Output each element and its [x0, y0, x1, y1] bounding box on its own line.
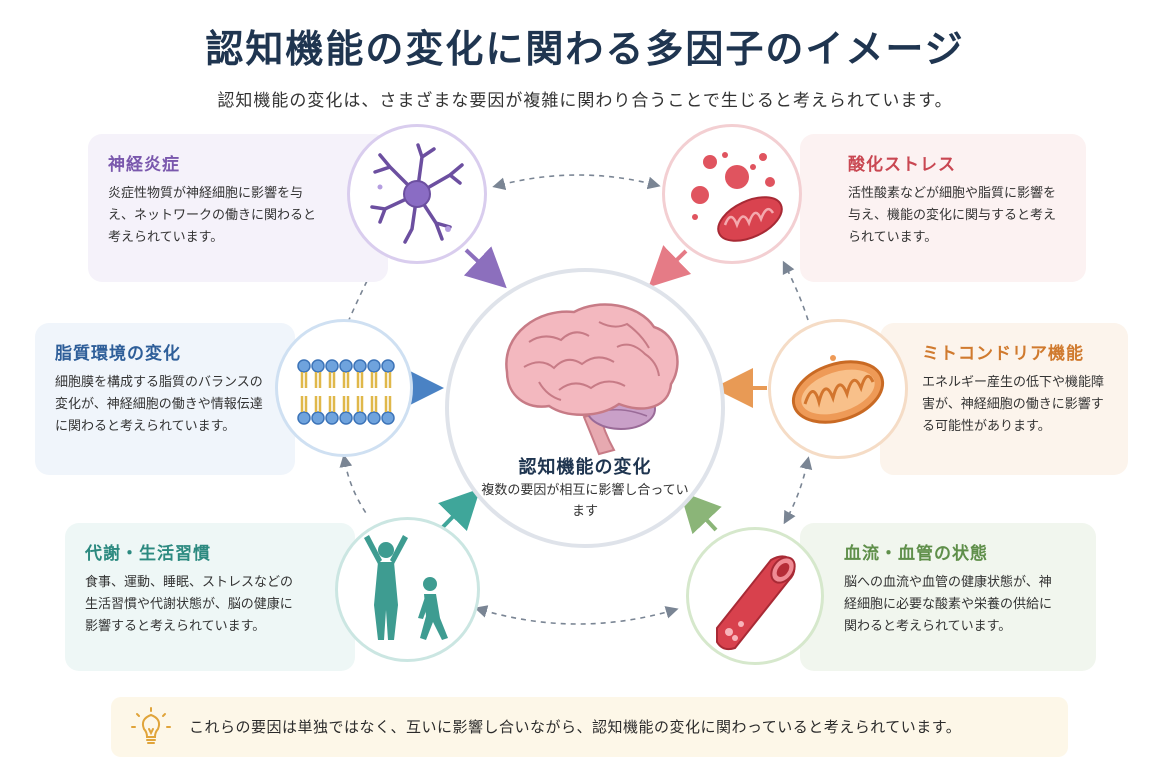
footer-note: これらの要因は単独ではなく、互いに影響し合いながら、認知機能の変化に関わっている… — [111, 697, 1068, 757]
dash-arc-right-lower — [783, 456, 813, 525]
factor-description: 食事、運動、睡眠、ストレスなどの生活習慣や代謝状態が、脳の健康に影響すると考えら… — [85, 575, 294, 634]
arrow-bloodflow — [679, 491, 722, 535]
center-description: 複数の要因が相互に影響し合っています — [481, 483, 689, 519]
dash-arc-bottom — [474, 605, 679, 625]
metabolism-circle — [335, 517, 480, 662]
mitochondria-icon — [791, 355, 885, 424]
factor-card-neuroinflammation: 神経炎症 炎症性物質が神経細胞に影響を与え、ネットワークの働きに関わると考えられ… — [88, 134, 388, 282]
lipid-circle — [275, 319, 413, 457]
person-exercise-icon — [364, 535, 448, 640]
mitochondria-circle — [768, 319, 908, 459]
center-title: 認知機能の変化 — [518, 457, 652, 478]
factor-description: 細胞膜を構成する脂質のバランスの変化が、神経細胞の働きや情報伝達に関わると考えら… — [55, 375, 263, 434]
factor-description: 活性酸素などが細胞や脂質に影響を与え、機能の変化に関与すると考えられています。 — [848, 186, 1057, 245]
center-circle — [445, 268, 725, 548]
lightbulb-icon — [131, 707, 171, 744]
footer-text: これらの要因は単独ではなく、互いに影響し合いながら、認知機能の変化に関わっている… — [189, 718, 962, 736]
page-subtitle: 認知機能の変化は、さまざまな要因が複雑に関わり合うことで生じると考えられています… — [217, 91, 953, 111]
factor-title: 酸化ストレス — [848, 155, 956, 175]
brain-icon — [505, 303, 679, 456]
oxidative-circle — [662, 124, 802, 264]
factor-title: 神経炎症 — [108, 155, 180, 175]
neuron-icon — [370, 143, 464, 244]
page-title: 認知機能の変化に関わる多因子のイメージ — [205, 27, 965, 71]
factor-title: 血流・血管の状態 — [844, 544, 988, 564]
blood-vessel-icon — [716, 555, 796, 651]
dash-arc-right-upper — [782, 260, 809, 321]
factor-card-lipid: 脂質環境の変化 細胞膜を構成する脂質のバランスの変化が、神経細胞の働きや情報伝達… — [35, 323, 295, 475]
factor-title: ミトコンドリア機能 — [922, 344, 1084, 364]
factor-description: 脳への血流や血管の健康状態が、神経細胞に必要な酸素や栄養の供給に関わると考えられ… — [844, 575, 1053, 634]
factor-title: 代謝・生活習慣 — [85, 544, 211, 564]
arrow-oxidative — [648, 245, 692, 288]
factor-description: エネルギー産生の低下や機能障害が、神経細胞の働きに影響する可能性があります。 — [922, 375, 1105, 434]
factor-description: 炎症性物質が神経細胞に影響を与え、ネットワークの働きに関わると考えられています。 — [108, 186, 317, 245]
neuroinflammation-circle — [347, 124, 487, 264]
arrow-metabolism — [438, 488, 481, 532]
bloodflow-circle — [686, 527, 824, 665]
factor-card-bloodflow: 血流・血管の状態 脳への血流や血管の健康状態が、神経細胞に必要な酸素や栄養の供給… — [800, 523, 1096, 671]
dash-arc-top — [492, 174, 661, 191]
factor-title: 脂質環境の変化 — [55, 344, 181, 364]
dash-arc-left-lower — [339, 454, 369, 517]
factor-card-mitochondria: ミトコンドリア機能 エネルギー産生の低下や機能障害が、神経細胞の働きに影響する可… — [880, 323, 1128, 475]
factor-card-metabolism: 代謝・生活習慣 食事、運動、睡眠、ストレスなどの生活習慣や代謝状態が、脳の健康に… — [65, 523, 355, 671]
arrow-neuroinflammation — [463, 246, 507, 289]
oxidative-mitochondria-icon — [691, 152, 783, 242]
factor-card-oxidative: 酸化ストレス 活性酸素などが細胞や脂質に影響を与え、機能の変化に関与すると考えら… — [800, 134, 1086, 282]
lipid-membrane-icon — [297, 359, 395, 425]
